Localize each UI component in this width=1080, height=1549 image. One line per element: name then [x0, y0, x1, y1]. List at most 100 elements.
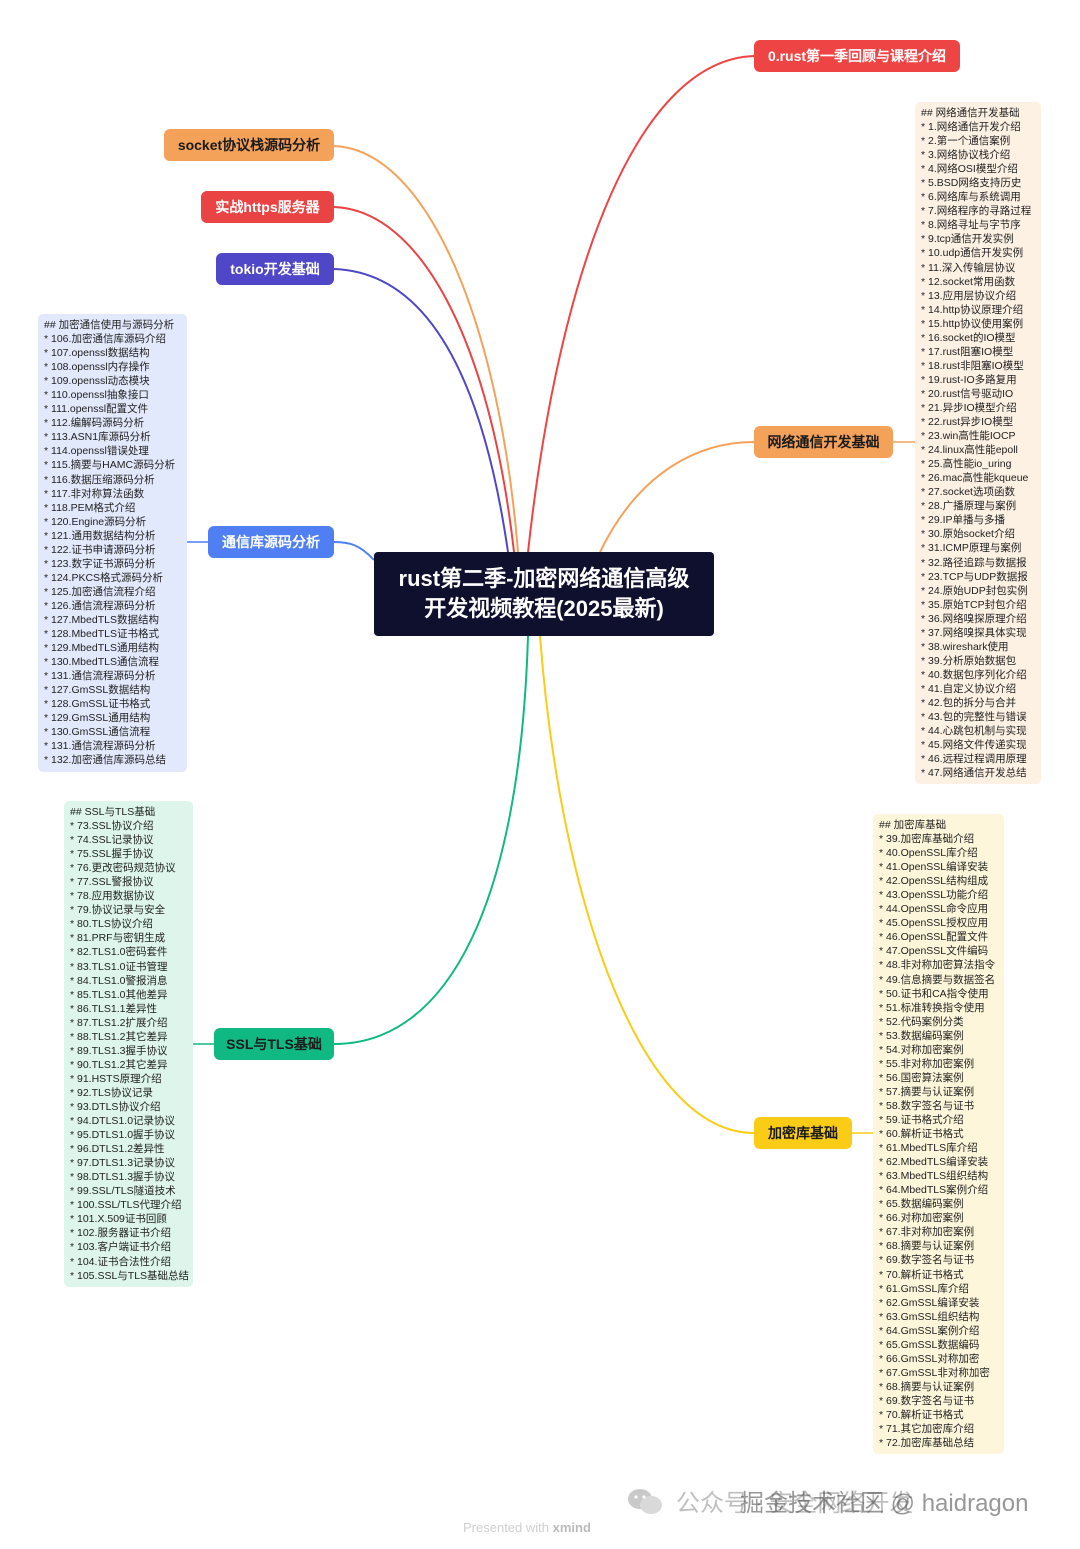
- notes-item: * 12.socket常用函数: [921, 275, 1015, 288]
- connector-net: [599, 441, 755, 553]
- juejin-watermark: 掘金技术社区 @ haidragon: [740, 1483, 1028, 1518]
- notes-item: * 103.客户端证书介绍: [70, 1241, 171, 1254]
- topic-intro[interactable]: 0.rust第一季回顾与课程介绍: [754, 40, 960, 72]
- notes-item: * 98.DTLS1.3握手协议: [70, 1171, 176, 1184]
- notes-item: * 122.证书申请源码分析: [44, 543, 156, 556]
- notes-item: * 80.TLS协议介绍: [70, 918, 153, 931]
- notes-item: * 47.OpenSSL文件编码: [879, 945, 989, 958]
- notes-item: * 91.HSTS原理介绍: [70, 1072, 162, 1085]
- notes-item: * 67.非对称加密案例: [879, 1226, 975, 1239]
- notes-item: * 24.原始UDP封包实例: [921, 584, 1028, 597]
- connector-tls-lib: [333, 541, 375, 561]
- topic-https-label: 实战https服务器: [215, 199, 320, 215]
- topic-crypto-label: 加密库基础: [768, 1125, 838, 1141]
- connector-https: [333, 206, 515, 553]
- central-topic[interactable]: rust第二季-加密网络通信高级开发视频教程(2025最新): [374, 552, 714, 636]
- notes-item: * 50.证书和CA指令使用: [879, 987, 989, 1000]
- notes-item: * 129.GmSSL通用结构: [44, 712, 151, 725]
- notes-item: * 94.DTLS1.0记录协议: [70, 1115, 176, 1128]
- notes-item: * 69.数字签名与证书: [879, 1254, 975, 1267]
- notes-item: * 92.TLS协议记录: [70, 1086, 153, 1099]
- topic-tls-lib[interactable]: 通信库源码分析: [208, 526, 334, 558]
- topic-intro-label: 0.rust第一季回顾与课程介绍: [767, 48, 947, 64]
- notes-item: * 77.SSL警报协议: [70, 876, 154, 889]
- notes-item: * 53.数据编码案例: [879, 1029, 964, 1042]
- notes-item: * 32.路径追踪与数据报: [921, 556, 1027, 569]
- notes-item: * 43.OpenSSL功能介绍: [879, 889, 989, 902]
- notes-item: * 52.代码案例分类: [879, 1015, 964, 1028]
- notes-item: * 14.http协议原理介绍: [921, 303, 1024, 316]
- notes-item: * 3.网络协议栈介绍: [921, 149, 1011, 162]
- watermark-overlay: 掘金技术社区 @ haidragon: [740, 1490, 1029, 1517]
- notes-item: * 16.socket的IO模型: [921, 331, 1016, 344]
- notes-item: * 131.通信流程源码分析: [44, 670, 156, 683]
- notes-item: * 17.rust阻塞IO模型: [921, 345, 1014, 358]
- notes-item: * 128.GmSSL证书格式: [44, 698, 151, 711]
- notes-item: * 100.SSL/TLS代理介绍: [70, 1199, 182, 1212]
- notes-item: * 120.Engine源码分析: [44, 515, 147, 528]
- notes-heading: ## 网络通信开发基础: [921, 107, 1020, 119]
- notes-item: * 131.通信流程源码分析: [44, 740, 156, 753]
- notes-item: * 27.socket选项函数: [921, 486, 1015, 499]
- notes-item: * 29.IP单播与多播: [921, 514, 1006, 527]
- notes-item: * 57.摘要与认证案例: [879, 1085, 975, 1098]
- topic-socket[interactable]: socket协议栈源码分析: [164, 129, 334, 161]
- notes-item: * 104.证书合法性介绍: [70, 1255, 171, 1268]
- notes-item: * 2.第一个通信案例: [921, 135, 1011, 148]
- notes-item: * 62.MbedTLS编译安装: [879, 1156, 989, 1169]
- xmind-brand: xmind: [552, 1520, 591, 1535]
- notes-item: * 99.SSL/TLS隧道技术: [70, 1185, 176, 1198]
- notes-item: * 128.MbedTLS证书格式: [44, 628, 159, 641]
- notes-item: * 63.MbedTLS组织结构: [879, 1170, 989, 1183]
- notes-item: * 72.加密库基础总结: [879, 1437, 975, 1450]
- topic-tokio[interactable]: tokio开发基础: [216, 253, 334, 285]
- notes-item: * 26.mac高性能kqueue: [921, 472, 1029, 485]
- notes-item: * 110.openssl抽象接口: [44, 389, 149, 402]
- notes-item: * 54.对称加密案例: [879, 1043, 964, 1056]
- notes-item: * 78.应用数据协议: [70, 890, 155, 903]
- notes-item: * 118.PEM格式介绍: [44, 501, 136, 514]
- notes-item: * 127.GmSSL数据结构: [44, 684, 151, 697]
- notes-item: * 60.解析证书格式: [879, 1128, 964, 1141]
- notes-item: * 59.证书格式介绍: [879, 1113, 964, 1126]
- notes-item: * 65.数据编码案例: [879, 1198, 964, 1211]
- topic-https[interactable]: 实战https服务器: [201, 191, 334, 223]
- notes-item: * 87.TLS1.2扩展介绍: [70, 1016, 168, 1029]
- notes-item: * 117.非对称算法函数: [44, 487, 145, 500]
- topic-net[interactable]: 网络通信开发基础: [754, 426, 893, 458]
- notes-item: * 88.TLS1.2其它差异: [70, 1030, 168, 1043]
- notes-item: * 15.http协议使用案例: [921, 317, 1024, 330]
- notes-item: * 97.DTLS1.3记录协议: [70, 1157, 176, 1170]
- connector-socket: [333, 145, 519, 553]
- connector-ssl: [333, 635, 529, 1045]
- topic-ssl[interactable]: SSL与TLS基础: [214, 1028, 334, 1060]
- notes-item: * 101.X.509证书回顾: [70, 1213, 167, 1226]
- notes-item: * 68.摘要与认证案例: [879, 1240, 975, 1253]
- notes-item: * 5.BSD网络支持历史: [921, 177, 1022, 190]
- notes-item: * 42.OpenSSL结构组成: [879, 875, 989, 888]
- notes-item: * 11.深入传输层协议: [921, 261, 1016, 274]
- notes-item: * 41.OpenSSL编译安装: [879, 861, 989, 874]
- notes-item: * 36.网络嗅探原理介绍: [921, 612, 1027, 625]
- notes-item: * 108.openssl内存操作: [44, 361, 150, 374]
- notes-item: * 126.通信流程源码分析: [44, 599, 156, 612]
- notes-item: * 51.标准转换指令使用: [879, 1001, 985, 1014]
- notes-item: * 69.数字签名与证书: [879, 1394, 975, 1407]
- notes-item: * 115.摘要与HAMC源码分析: [44, 459, 176, 472]
- notes-item: * 49.信息摘要与数据签名: [879, 973, 996, 986]
- notes-item: * 68.摘要与认证案例: [879, 1380, 975, 1393]
- wechat-watermark: 公众号 · 安全网络开发: [676, 1483, 913, 1518]
- notes-item: * 25.高性能io_uring: [921, 458, 1012, 471]
- notes-item: * 62.GmSSL编译安装: [879, 1296, 980, 1309]
- notes-item: * 9.tcp通信开发实例: [921, 233, 1014, 246]
- notes-item: * 55.非对称加密案例: [879, 1057, 975, 1070]
- notes-item: * 7.网络程序的寻路过程: [921, 205, 1032, 218]
- notes-item: * 41.自定义协议介绍: [921, 682, 1017, 695]
- notes-tls-lib: ## 加密通信使用与源码分析* 106.加密通信库源码介绍* 107.opens…: [38, 314, 187, 772]
- notes-item: * 45.OpenSSL授权应用: [879, 917, 989, 930]
- notes-item: * 107.openssl数据结构: [44, 347, 150, 360]
- notes-item: * 23.TCP与UDP数据报: [921, 570, 1028, 583]
- watermark-text: 公众号 · 安全网络开发: [676, 1490, 914, 1517]
- topic-tls-lib-label: 通信库源码分析: [222, 534, 320, 550]
- topic-crypto[interactable]: 加密库基础: [754, 1117, 852, 1149]
